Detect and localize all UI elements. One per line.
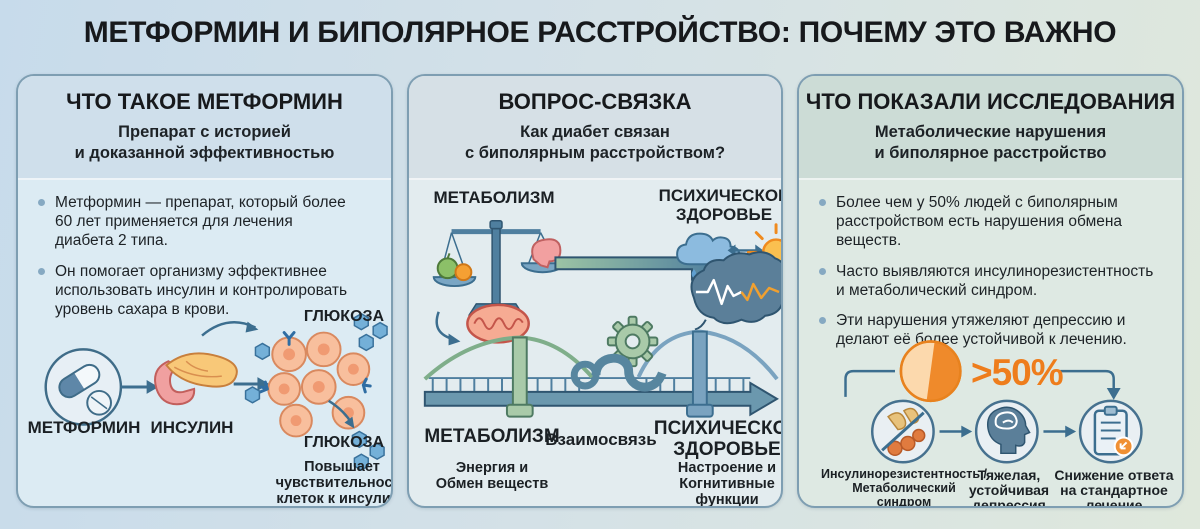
stat-value: >50%	[971, 352, 1064, 393]
metabolism-bottom-title: МЕТАБОЛИЗМ	[424, 426, 560, 447]
insulin-label: ИНСУЛИН	[150, 418, 234, 437]
pie-chart-icon	[899, 340, 962, 403]
balance-scale-icon	[432, 220, 565, 316]
bullet-text: Эти нарушения утяжеляют депрессию и дела…	[836, 312, 1127, 349]
connector-arrowhead	[1106, 387, 1121, 400]
mitochondria-icon	[466, 303, 530, 344]
arrow-right-icon	[939, 425, 973, 438]
brain-icon	[690, 251, 781, 331]
rain-cloud-icon	[676, 232, 741, 284]
panel-right-subtitle: Метаболические нарушения и биполярное ра…	[874, 123, 1107, 162]
panel-right-header: ЧТО ПОКАЗАЛИ ИССЛЕДОВАНИЯ Метаболические…	[799, 76, 1182, 180]
bullet-text: Он помогает организму эффективнее исполь…	[55, 262, 348, 319]
arrow-right-icon	[1043, 425, 1077, 438]
bullet-dot-icon	[819, 199, 826, 206]
flow-arrow-icon	[554, 245, 721, 281]
mental-health-top-label: ПСИХИЧЕСКОЕ ЗДОРОВЬЕ	[658, 186, 783, 225]
bullet-dot-icon	[38, 267, 45, 275]
insulin-resistance-icon	[870, 399, 935, 464]
panel-left-header: ЧТО ТАКОЕ МЕТФОРМИН Препарат с историей …	[18, 76, 391, 180]
bullet-text: Часто выявляются инсулинорезистентность …	[836, 262, 1154, 299]
bullet-dot-icon	[38, 199, 45, 206]
curved-arrow-icon	[201, 320, 259, 337]
bullet-text: Более чем у 50% людей с биполярным расст…	[836, 194, 1123, 250]
bullet-list: Метформин — препарат, который более 60 л…	[18, 180, 391, 319]
bullet-list: Более чем у 50% людей с биполярным расст…	[799, 180, 1182, 350]
list-item: Более чем у 50% людей с биполярным расст…	[819, 193, 1168, 251]
list-item: Часто выявляются инсулинорезистентность …	[819, 262, 1168, 300]
arrow-right-icon	[233, 377, 270, 391]
panel-right-heading: ЧТО ПОКАЗАЛИ ИССЛЕДОВАНИЯ	[805, 89, 1176, 114]
pill-capsule-icon	[44, 348, 123, 426]
metabolism-top-label: МЕТАБОЛИЗМ	[433, 188, 555, 207]
apple-icon	[436, 253, 459, 280]
link-label: Взаимосвязь	[545, 430, 657, 449]
mental-bottom-sub: Настроение и Когнитивные функции	[677, 460, 777, 508]
panel-left-subtitle: Препарат с историей и доказанной эффекти…	[74, 123, 335, 162]
panel-left-heading: ЧТО ТАКОЕ МЕТФОРМИН	[66, 89, 343, 114]
arrow-right-icon	[120, 380, 159, 394]
insulin-receptor-icon	[258, 331, 372, 394]
clipboard-icon	[1078, 399, 1143, 464]
list-item: Эти нарушения утяжеляют депрессию и дела…	[819, 311, 1168, 349]
list-item: Он помогает организму эффективнее исполь…	[38, 262, 377, 320]
panel-mid-subtitle: Как диабет связан с биполярным расстройс…	[464, 123, 726, 162]
glucose-bottom-label: ГЛЮКОЗА	[303, 434, 385, 451]
pancreas-icon	[154, 352, 238, 406]
flow-label-depression: Тяжелая, устойчивая депрессия	[968, 467, 1050, 508]
panel-mid-header: ВОПРОС-СВЯЗКА Как диабет связан с биполя…	[409, 76, 781, 180]
panel-question-link: ВОПРОС-СВЯЗКА Как диабет связан с биполя…	[407, 74, 783, 508]
panel-what-is-metformin: ЧТО ТАКОЕ МЕТФОРМИН Препарат с историей …	[16, 74, 393, 508]
depressed-head-icon	[974, 399, 1039, 464]
bullet-dot-icon	[819, 267, 826, 275]
sun-icon	[746, 223, 781, 282]
gear-icon	[606, 315, 659, 368]
glucose-top-label: ГЛЮКОЗА	[303, 308, 385, 325]
stomach-icon	[531, 238, 562, 269]
cells-caption: Повышает чувствительность клеток к инсул…	[275, 459, 393, 508]
orange-fruit-icon	[454, 263, 473, 282]
panel-research-findings: ЧТО ПОКАЗАЛИ ИССЛЕДОВАНИЯ Метаболические…	[797, 74, 1184, 508]
page-title: МЕТФОРМИН И БИПОЛЯРНОЕ РАССТРОЙСТВО: ПОЧ…	[83, 16, 1117, 49]
bullet-text: Метформин — препарат, который более 60 л…	[55, 194, 346, 250]
bidirectional-arrow-icon	[727, 244, 764, 257]
cell-cluster-icon	[258, 331, 372, 438]
metabolism-bottom-sub: Энергия и Обмен веществ	[435, 460, 549, 493]
mental-bottom-title: ПСИХИЧЕСКОЕ ЗДОРОВЬЕ	[653, 418, 781, 461]
flow-label-insulin-resistance: Инсулинорезистентность / Метаболический …	[821, 467, 987, 508]
bridge-icon	[423, 315, 779, 418]
infinity-link-icon	[570, 353, 667, 392]
bullet-dot-icon	[819, 317, 826, 325]
metformin-label: МЕТФОРМИН	[27, 418, 141, 437]
list-item: Метформин — препарат, который более 60 л…	[38, 193, 377, 251]
flow-label-reduced-response: Снижение ответа на стандартное лечение	[1054, 467, 1174, 508]
panel-mid-heading: ВОПРОС-СВЯЗКА	[498, 89, 692, 114]
